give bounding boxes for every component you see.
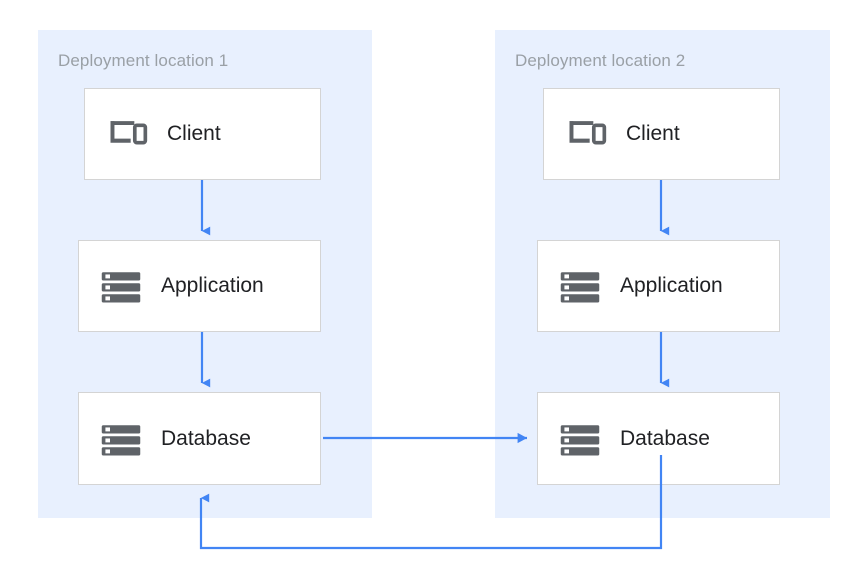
zone-title-2: Deployment location 2 xyxy=(515,51,686,70)
node-application-2[interactable]: Application xyxy=(537,240,780,332)
node-database-1[interactable]: Database xyxy=(78,392,321,485)
node-client-1[interactable]: Client xyxy=(84,88,321,180)
client-devices-icon xyxy=(569,121,607,145)
deployment-zone-2: Deployment location 2 Client Application xyxy=(495,30,830,518)
node-database-2[interactable]: Database xyxy=(537,392,780,485)
node-application-1[interactable]: Application xyxy=(78,240,321,332)
zone-title-1: Deployment location 1 xyxy=(58,51,229,70)
node-client-2[interactable]: Client xyxy=(543,88,780,180)
node-label-database-2: Database xyxy=(620,426,710,450)
server-stack-icon xyxy=(560,424,600,455)
server-stack-icon xyxy=(560,272,600,303)
server-stack-icon xyxy=(101,272,141,303)
node-label-client-2: Client xyxy=(626,122,680,145)
node-label-application-2: Application xyxy=(620,274,723,297)
client-devices-icon xyxy=(110,121,148,145)
server-stack-icon xyxy=(101,424,141,455)
node-label-database-1: Database xyxy=(161,426,251,450)
node-label-application-1: Application xyxy=(161,274,264,297)
deployment-zone-1: Deployment location 1 Client Application xyxy=(38,30,372,518)
node-label-client-1: Client xyxy=(167,122,221,145)
